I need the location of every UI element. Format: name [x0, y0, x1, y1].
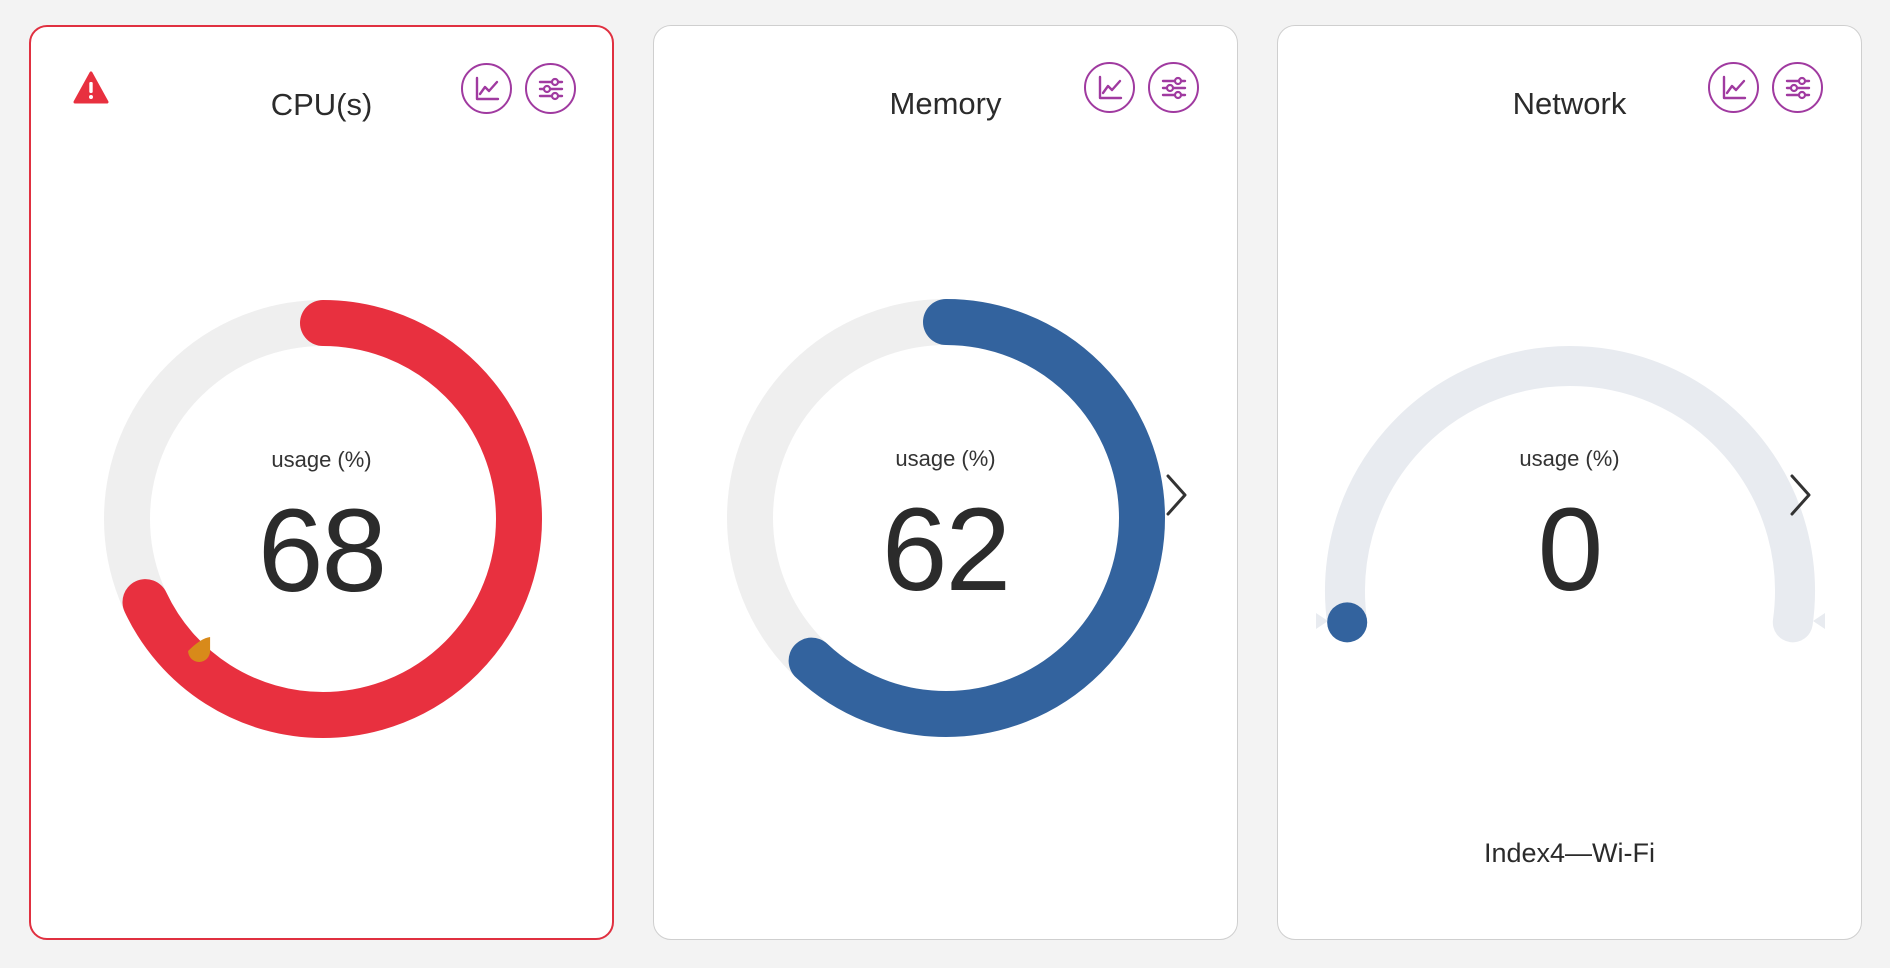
chart-button[interactable]: [461, 63, 512, 114]
gauge-fill-arc: [727, 299, 1165, 737]
card-title: Memory: [889, 86, 1002, 121]
line-chart-icon: [1722, 75, 1746, 99]
network-card: Network usage (%) 0: [1277, 25, 1862, 940]
gauge-label: usage (%): [271, 447, 372, 472]
track-end-cap-left: [1316, 613, 1328, 629]
threshold-marker: [188, 636, 211, 662]
network-usage-gauge: [1316, 346, 1825, 643]
memory-usage-gauge: [727, 299, 1165, 737]
network-interface-label: Index4—Wi-Fi: [1483, 838, 1656, 868]
chart-button[interactable]: [1708, 62, 1759, 113]
memory-card: Memory usage (%) 62: [653, 25, 1238, 940]
gauge-fill-arc: [104, 300, 542, 738]
gauge-label: usage (%): [1519, 446, 1620, 471]
gauge-marker: [1327, 602, 1368, 643]
cpu-usage-gauge: [104, 300, 542, 738]
gauge-value: 0: [1537, 484, 1604, 616]
gauge-label: usage (%): [895, 446, 996, 471]
sliders-icon: [538, 77, 563, 100]
card-title: CPU(s): [270, 87, 373, 122]
chevron-right-icon[interactable]: [1788, 472, 1814, 518]
track-end-cap-right: [1813, 613, 1825, 629]
settings-button[interactable]: [1148, 62, 1199, 113]
chevron-right-icon[interactable]: [1164, 472, 1190, 518]
gauge-value: 62: [881, 484, 1011, 616]
card-title: Network: [1512, 86, 1627, 121]
settings-button[interactable]: [1772, 62, 1823, 113]
settings-button[interactable]: [525, 63, 576, 114]
gauge-value: 68: [257, 485, 387, 617]
sliders-icon: [1785, 76, 1810, 99]
chart-button[interactable]: [1084, 62, 1135, 113]
line-chart-icon: [1098, 75, 1122, 99]
warning-triangle-icon: [73, 71, 109, 104]
line-chart-icon: [475, 76, 499, 100]
cpu-card: CPU(s) usage (%) 68: [29, 25, 614, 940]
gauge-track: [1325, 346, 1815, 643]
sliders-icon: [1161, 76, 1186, 99]
